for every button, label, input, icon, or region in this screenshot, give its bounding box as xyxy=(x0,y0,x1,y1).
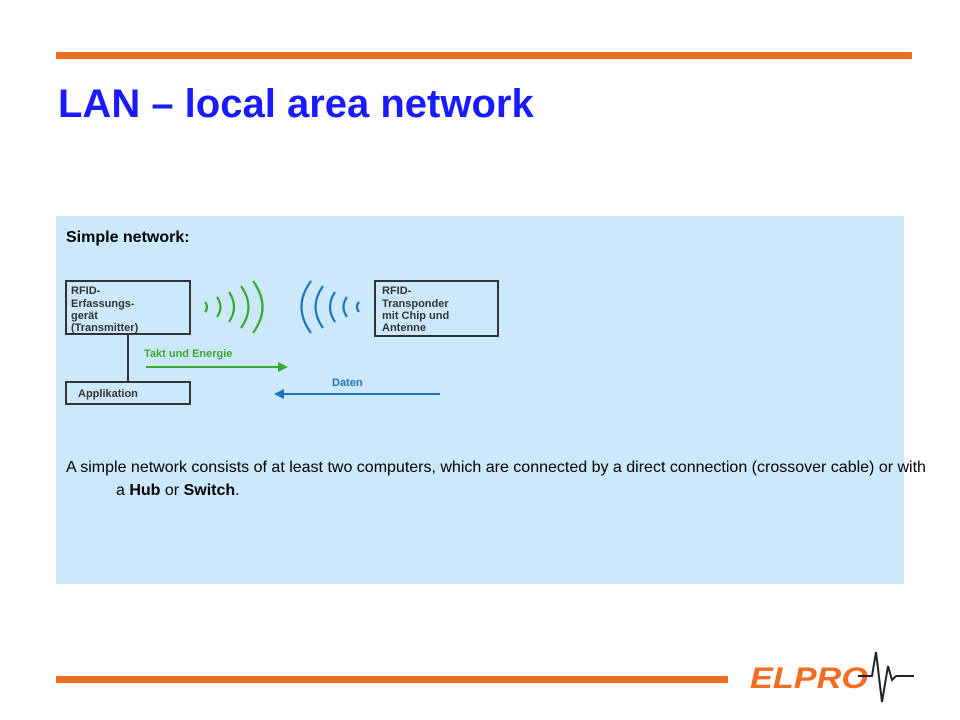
wave-right-3 xyxy=(228,291,236,323)
transponder-box-line-4: Antenne xyxy=(382,322,426,334)
bottom-accent-rule xyxy=(56,676,728,683)
wave-left-5 xyxy=(300,280,312,334)
arrow-right-label: Takt und Energie xyxy=(144,348,232,360)
top-accent-rule xyxy=(56,52,912,59)
transponder-box-line-1: RFID- xyxy=(382,285,412,297)
paragraph-text-3: . xyxy=(235,482,240,499)
transponder-box-line-3: mit Chip und xyxy=(382,310,449,322)
subheading: Simple network: xyxy=(66,229,190,246)
application-box-label: Applikation xyxy=(78,388,138,400)
reader-box-line-1: RFID- xyxy=(71,285,101,297)
transponder-box xyxy=(374,280,499,337)
wave-left-3 xyxy=(328,291,336,323)
wave-right-5 xyxy=(252,280,264,334)
reader-box-line-3: gerät xyxy=(71,310,98,322)
logo-text: ELPRO xyxy=(750,662,868,695)
arrow-left-label: Daten xyxy=(332,377,363,389)
wave-right-1 xyxy=(204,301,209,313)
switch-term: Switch xyxy=(183,482,236,499)
slide-title: LAN – local area network xyxy=(58,82,534,126)
wave-left-2 xyxy=(342,296,348,318)
application-box xyxy=(65,381,191,405)
content-box: Simple network: RFID- Erfassungs- gerät … xyxy=(56,216,926,584)
hub-term: Hub xyxy=(129,482,161,499)
arrow-left-head xyxy=(274,389,284,399)
reader-box-line-4: (Transmitter) xyxy=(71,322,139,334)
wave-left-1 xyxy=(355,301,360,313)
wave-right-4 xyxy=(240,285,250,329)
paragraph-text-1: A simple network consists of at least tw… xyxy=(66,459,926,499)
transponder-box-line-2: Transponder xyxy=(382,298,449,310)
description-paragraph: A simple network consists of at least tw… xyxy=(66,456,936,502)
elpro-logo: ELPRO xyxy=(750,651,914,703)
arrow-right-head xyxy=(278,362,288,372)
paragraph-text-2: or xyxy=(160,482,184,499)
reader-box-line-2: Erfassungs- xyxy=(71,298,135,310)
wave-right-2 xyxy=(216,296,222,318)
heartbeat-line-icon xyxy=(858,651,914,703)
rfid-diagram: RFID- Erfassungs- gerät (Transmitter) RF… xyxy=(65,280,499,405)
wave-left-4 xyxy=(314,285,324,329)
